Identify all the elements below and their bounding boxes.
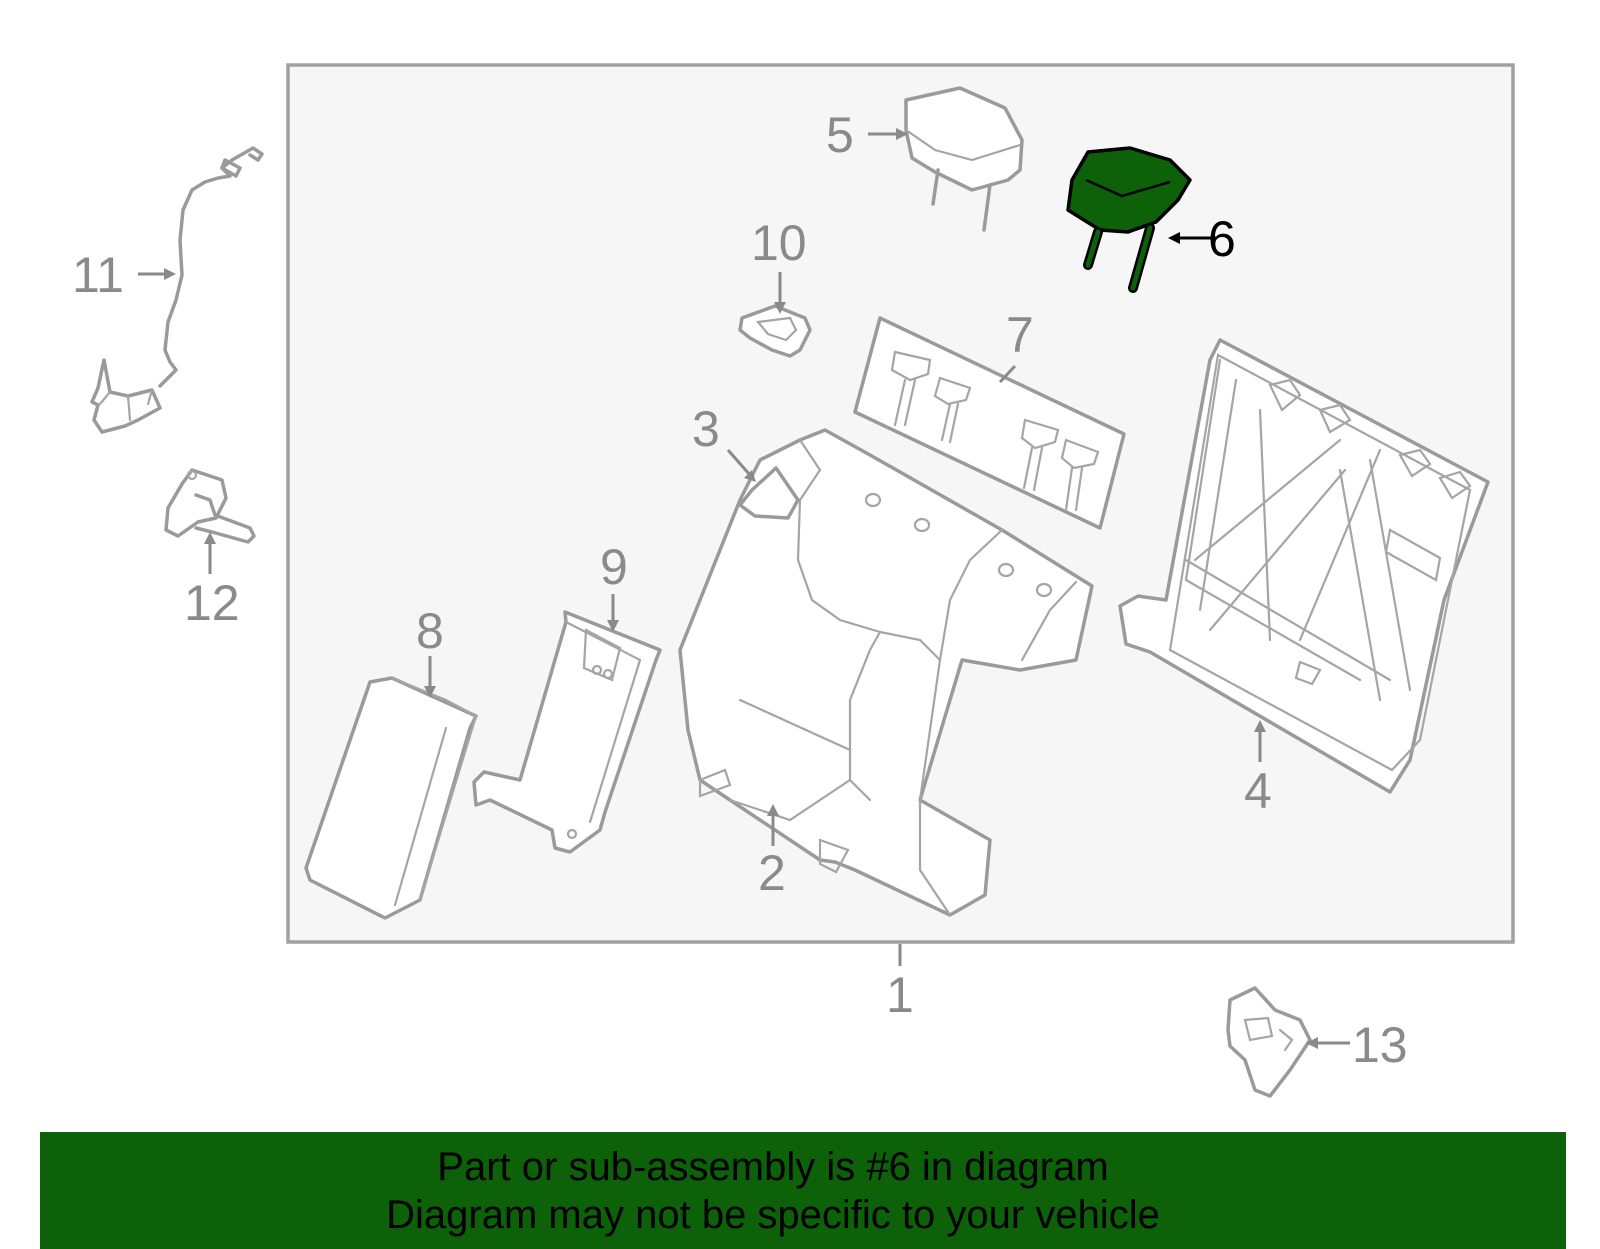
part-8-armrest[interactable] (304, 676, 478, 920)
callout-4: 4 (1244, 763, 1272, 819)
callout-5: 5 (826, 107, 854, 163)
part-13-hinge-bracket[interactable] (1226, 986, 1312, 1098)
part-12-bolt-bracket[interactable] (164, 468, 256, 544)
callout-2: 2 (758, 845, 786, 901)
info-banner: Part or sub-assembly is #6 in diagram Di… (40, 1132, 1566, 1249)
part-9-bracket[interactable] (472, 610, 662, 854)
callout-12: 12 (184, 575, 240, 631)
part-3-trim-cover[interactable] (738, 466, 800, 520)
banner-line-2: Diagram may not be specific to your vehi… (386, 1193, 1160, 1237)
callout-9: 9 (600, 539, 628, 595)
part-4-seatback-frame[interactable] (1118, 338, 1490, 794)
callout-6: 6 (1208, 211, 1236, 267)
callout-8: 8 (416, 603, 444, 659)
callout-7: 7 (1006, 307, 1034, 363)
part-7-headrest-guides[interactable] (853, 316, 1126, 530)
callout-13: 13 (1352, 1017, 1408, 1073)
callout-3: 3 (692, 401, 720, 457)
part-6-headrest-highlighted[interactable] (1066, 146, 1192, 293)
part-5-headrest[interactable] (904, 86, 1024, 232)
callout-10: 10 (751, 215, 807, 271)
banner-line-1: Part or sub-assembly is #6 in diagram (437, 1145, 1109, 1189)
part-2-seatback[interactable] (678, 428, 1094, 917)
part-11-wire-harness[interactable] (90, 146, 264, 434)
callout-1: 1 (886, 967, 914, 1023)
part-10-bezel[interactable] (738, 304, 812, 358)
callout-11: 11 (72, 247, 124, 303)
leader-lines (138, 128, 1350, 1049)
